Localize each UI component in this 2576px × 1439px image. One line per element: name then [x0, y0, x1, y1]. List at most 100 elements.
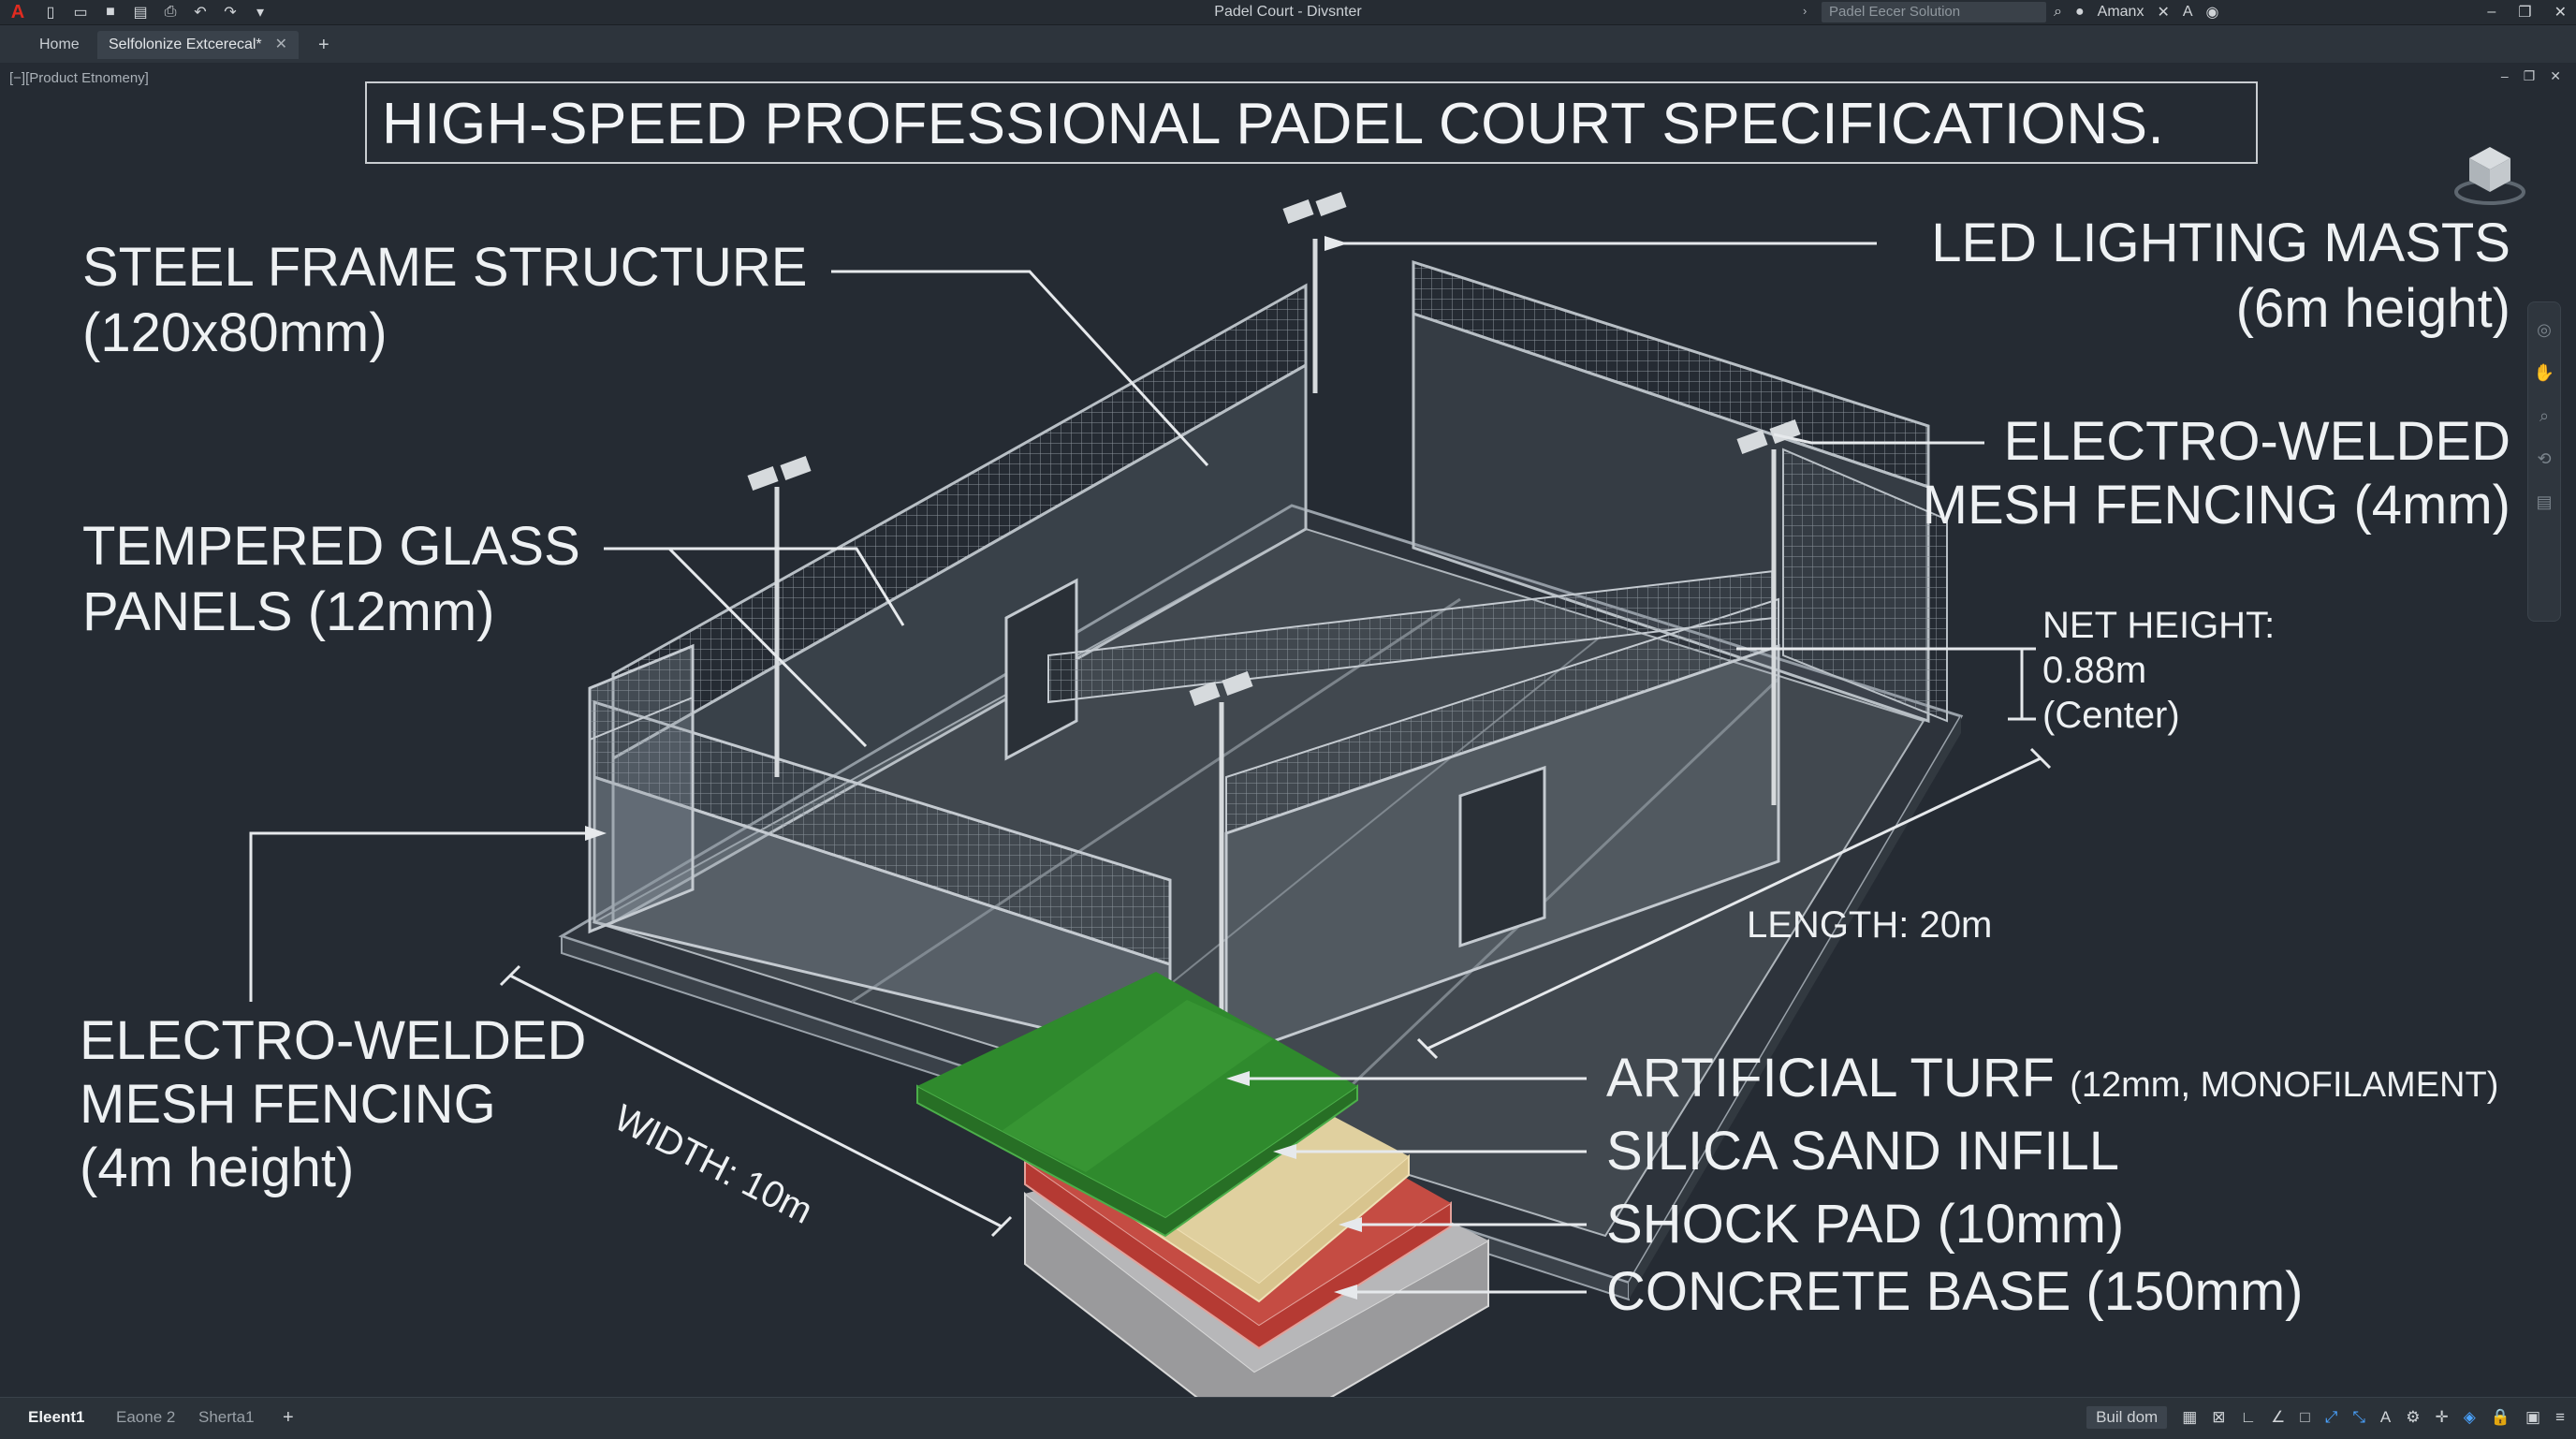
label-steel-frame-size: (120x80mm)	[82, 302, 388, 363]
tab-document-label: Selfolonize Extcerecal*	[109, 37, 262, 52]
model-space-button[interactable]: Buil dom	[2086, 1406, 2168, 1429]
dim-width	[509, 974, 1003, 1228]
add-layout-icon[interactable]: +	[283, 1407, 294, 1428]
quick-access-toolbar: ▯ ▭ ■ ▤ ⎙ ↶ ↷ ▾	[41, 3, 270, 22]
court-base-side	[1629, 716, 1961, 1300]
right-door-opening	[1458, 765, 1546, 948]
restore-icon[interactable]: ❐	[2518, 5, 2532, 21]
tab-layout3[interactable]: Sherta1	[198, 1408, 255, 1426]
viewport-minimize-icon[interactable]: –	[2500, 68, 2509, 83]
save-icon[interactable]: ■	[106, 4, 115, 20]
tab-model[interactable]: Eleent1	[28, 1408, 85, 1426]
arrow-concrete	[1334, 1285, 1357, 1300]
leader-glass-b	[669, 547, 905, 626]
user-icon[interactable]: ●	[2074, 4, 2085, 20]
label-concrete: CONCRETE BASE (150mm)	[1606, 1261, 2304, 1322]
tab-home[interactable]: Home	[39, 37, 80, 52]
label-tempered-glass: TEMPERED GLASS	[82, 516, 580, 577]
leader-mesh-right	[1773, 433, 1984, 445]
viewport-close-icon[interactable]: ✕	[2550, 68, 2561, 83]
navigation-bar: ◎ ✋ ⌕ ⟲ ▤	[2527, 301, 2561, 622]
osnap-tracking-icon[interactable]: ⤢	[2324, 1408, 2338, 1426]
tab-close-icon[interactable]: ✕	[274, 37, 288, 52]
object-snap-icon[interactable]: □	[2300, 1408, 2310, 1426]
label-net-value: 0.88m	[2042, 650, 2147, 691]
label-turf-spec: (12mm, MONOFILAMENT)	[2070, 1065, 2499, 1105]
polar-icon[interactable]: ∠	[2271, 1408, 2286, 1426]
viewcube-icon[interactable]	[2452, 138, 2527, 213]
label-length: LENGTH: 20m	[1747, 904, 1993, 946]
pan-icon[interactable]: ✋	[2533, 363, 2555, 382]
turf-stripe	[1002, 1000, 1273, 1172]
arrow-sand	[1273, 1144, 1296, 1159]
autodesk-a-icon[interactable]: A	[2182, 4, 2193, 20]
fullscreen-icon[interactable]: ▣	[2525, 1408, 2541, 1426]
light-mast-center	[1189, 671, 1253, 1011]
arrow-mesh-left	[585, 826, 607, 841]
tab-layout2[interactable]: Eaone 2	[116, 1408, 176, 1426]
label-steel-frame: STEEL FRAME STRUCTURE	[82, 237, 808, 298]
arrowheads	[585, 236, 1362, 1300]
search-input[interactable]: Padel Eecer Solution	[1822, 2, 2046, 22]
search-expand-icon[interactable]: ›	[1803, 4, 1808, 18]
viewport-restore-icon[interactable]: ❐	[2523, 68, 2536, 83]
user-name[interactable]: Amanx	[2097, 4, 2144, 20]
help-icon[interactable]: ◉	[2205, 5, 2219, 21]
label-shock-pad: SHOCK PAD (10mm)	[1606, 1194, 2125, 1255]
tab-document[interactable]: Selfolonize Extcerecal* ✕	[97, 31, 300, 59]
new-file-icon[interactable]: ▯	[46, 5, 55, 21]
annotation-icon[interactable]: A	[2379, 1408, 2392, 1426]
light-mast-back	[1282, 192, 1347, 393]
workspace-icon[interactable]: ✛	[2435, 1408, 2449, 1426]
customize-menu-icon[interactable]: ≡	[2555, 1408, 2565, 1426]
label-led-masts: LED LIGHTING MASTS	[1931, 213, 2510, 273]
dim-length-tick-b	[2029, 747, 2052, 770]
light-mast-left	[747, 456, 812, 777]
search-icon[interactable]: ⌕	[2054, 4, 2062, 20]
dim-length	[1427, 756, 2042, 1050]
customize-dropdown-icon[interactable]: ▾	[256, 5, 265, 21]
settings-gear-icon[interactable]: ⚙	[2406, 1408, 2421, 1426]
undo-icon[interactable]: ↶	[194, 5, 207, 21]
orbit-icon[interactable]: ⟲	[2537, 449, 2552, 468]
status-bar: Buil dom ▦ ⊠ ∟ ∠ □ ⤢ ⤡ A ⚙ ✛ ◈ 🔒 ▣ ≡	[2086, 1403, 2565, 1432]
label-mesh-left-height: (4m height)	[80, 1138, 355, 1198]
arrow-shock	[1339, 1217, 1362, 1232]
label-mesh-left: ELECTRO-WELDED	[80, 1010, 587, 1071]
close-icon[interactable]: ✕	[2554, 5, 2567, 21]
minimize-icon[interactable]: –	[2487, 4, 2496, 20]
grid-icon[interactable]: ▦	[2182, 1408, 2198, 1426]
leader-mesh-left	[249, 831, 585, 1002]
arrow-led	[1325, 236, 1348, 251]
viewport-label[interactable]: [−][Product Etnomeny]	[9, 70, 149, 86]
far-door-opening	[1004, 578, 1078, 761]
isolate-icon[interactable]: ◈	[2463, 1408, 2476, 1426]
lock-icon[interactable]: 🔒	[2490, 1408, 2511, 1426]
dimension-lines	[499, 647, 2052, 1238]
file-tab-bar: Home Selfolonize Extcerecal* ✕ +	[0, 25, 2576, 63]
window-controls: – ❐ ✕	[2487, 0, 2567, 24]
save-as-icon[interactable]: ▤	[133, 5, 148, 21]
label-net-height: NET HEIGHT:	[2042, 605, 2276, 646]
steering-wheel-icon[interactable]: ◎	[2537, 320, 2552, 339]
ortho-icon[interactable]: ∟	[2240, 1408, 2257, 1426]
label-mesh-right-2: MESH FENCING (4mm)	[1922, 475, 2510, 536]
open-folder-icon[interactable]: ▭	[73, 5, 88, 21]
label-led-height: (6m height)	[2235, 278, 2510, 339]
front-right-mesh	[1225, 597, 1779, 835]
showmotion-icon[interactable]: ▤	[2536, 492, 2553, 511]
layout-tab-strip: Eleent1 Eaone 2 Sherta1 + Buil dom ▦ ⊠ ∟…	[0, 1397, 2576, 1439]
snap-icon[interactable]: ⊠	[2212, 1408, 2226, 1426]
app-logo-icon[interactable]: A	[10, 2, 25, 22]
surface-layers	[916, 972, 1489, 1438]
exchange-icon[interactable]: ✕	[2157, 5, 2170, 21]
drawing-title: HIGH-SPEED PROFESSIONAL PADEL COURT SPEC…	[382, 92, 2165, 156]
leader-steel	[831, 270, 1209, 467]
zoom-icon[interactable]: ⌕	[2539, 406, 2550, 425]
dynamic-input-icon[interactable]: ⤡	[2352, 1408, 2365, 1426]
dim-width-tick-a	[499, 964, 521, 987]
redo-icon[interactable]: ↷	[224, 5, 237, 21]
new-tab-icon[interactable]: +	[318, 35, 329, 55]
print-icon[interactable]: ⎙	[164, 4, 177, 20]
